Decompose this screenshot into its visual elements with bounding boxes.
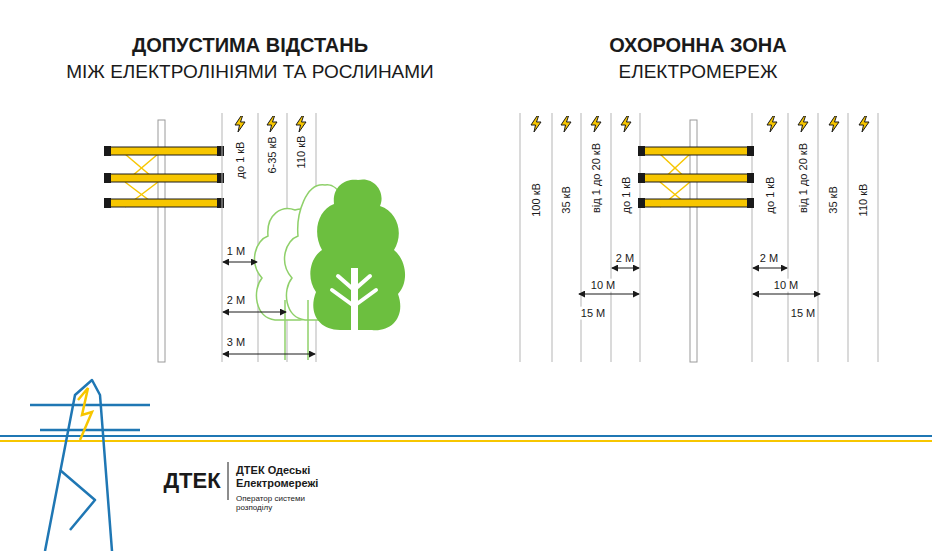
- heading: ДОПУСТИМА ВІДСТАНЬ: [132, 34, 368, 57]
- voltage-label: 110 кВ: [857, 184, 870, 217]
- dimension-label: 15 М: [580, 307, 606, 320]
- subheading: МІЖ ЕЛЕКТРОЛІНІЯМИ ТА РОСЛИНАМИ: [66, 61, 434, 83]
- dimension-label: 2 М: [615, 252, 635, 265]
- company-role: Оператор системи розподілу: [236, 494, 331, 512]
- voltage-label: 35 кВ: [560, 186, 573, 213]
- dimension-label: 10 М: [773, 279, 799, 292]
- dimension-label: 1 М: [226, 245, 246, 258]
- dimension-label: 15 М: [790, 307, 816, 320]
- voltage-icons: [531, 116, 869, 132]
- power-pole-left: [104, 120, 224, 362]
- voltage-icons: [235, 116, 306, 132]
- voltage-label: 35 кВ: [827, 186, 840, 213]
- voltage-label: до 1 кВ: [764, 177, 777, 214]
- subheading: ЕЛЕКТРОМЕРЕЖ: [619, 61, 778, 83]
- power-pole-right: [638, 120, 754, 362]
- company-name: ДТЕК Одеські Електромережі: [236, 464, 331, 489]
- voltage-label: 6-35 кВ: [266, 136, 279, 173]
- dimension-label: 2 М: [759, 252, 779, 265]
- trees: [255, 179, 405, 360]
- dimension-arrows: [223, 262, 315, 354]
- voltage-label: до 1 кВ: [234, 142, 247, 179]
- dimension-label: 2 М: [226, 294, 246, 307]
- voltage-label: 110 кВ: [295, 136, 308, 169]
- logo-text: ДТЕК: [163, 468, 220, 493]
- dimension-arrows: [579, 268, 820, 294]
- dimension-label: 10 М: [590, 279, 616, 292]
- voltage-label: до 1 кВ: [620, 177, 633, 214]
- footer-decor: [0, 380, 932, 551]
- voltage-label: від 1 до 20 кВ: [797, 143, 810, 213]
- dimension-label: 3 М: [226, 336, 246, 349]
- voltage-label: 100 кВ: [530, 183, 543, 217]
- voltage-label: від 1 до 20 кВ: [590, 143, 603, 213]
- boundary-lines: [520, 113, 878, 362]
- heading: ОХОРОННА ЗОНА: [609, 34, 786, 57]
